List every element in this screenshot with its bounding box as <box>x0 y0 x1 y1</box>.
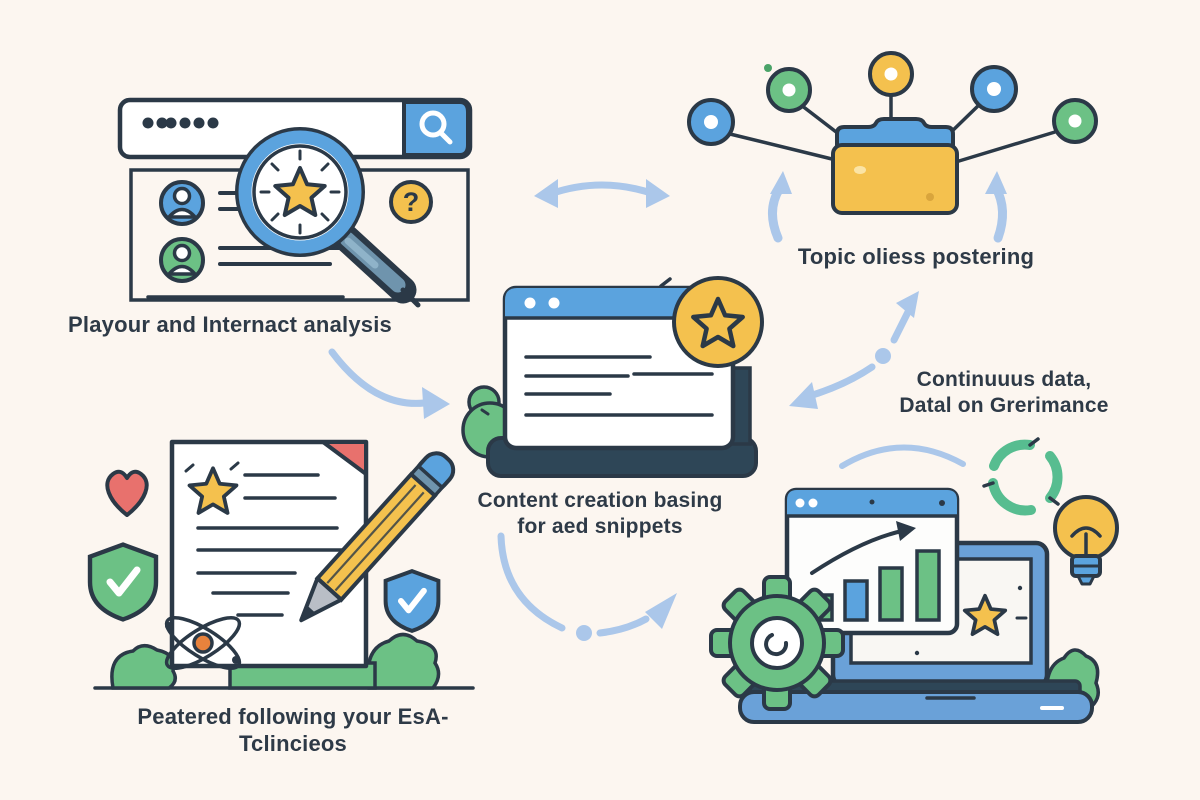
up-arrow-right-icon <box>985 171 1007 243</box>
shield-check-green-icon <box>90 545 156 620</box>
label-performance-line1: Continuuus data, <box>916 368 1092 391</box>
laptop-base <box>738 679 1094 724</box>
arrow-bidirectional-icon <box>532 162 672 217</box>
label-topic-clustering: Topic oliess postering <box>797 244 1035 269</box>
bush-icon <box>366 632 441 690</box>
arc-decoration <box>839 444 966 469</box>
svg-text:?: ? <box>403 187 420 217</box>
arrow-content-topic-icon <box>786 280 926 420</box>
performance-illustration <box>709 428 1138 730</box>
up-arrow-left-icon <box>768 171 792 243</box>
label-performance: Continuuus data, Datal on Grerimance <box>858 367 1150 418</box>
lightbulb-icon <box>1053 495 1119 586</box>
star-badge-icon <box>659 276 764 368</box>
document-illustration <box>73 423 483 698</box>
arrow-content-to-performance-icon <box>488 528 693 653</box>
arrow-keyword-to-content-icon <box>322 342 457 432</box>
label-eat-guidelines: Peatered following your EsA-Tclincieos <box>137 704 449 756</box>
node-circle-green2-icon <box>1052 98 1098 144</box>
folder-icon <box>831 117 959 215</box>
user-avatar-blue-icon <box>159 180 205 226</box>
window-dot <box>548 297 560 309</box>
pencil-icon <box>299 451 456 623</box>
star-rays <box>259 149 341 235</box>
content-window-illustration <box>458 272 770 484</box>
node-circle-green-icon <box>764 64 812 113</box>
label-content-creation-line2: for aed snippets <box>517 514 683 538</box>
folded-corner <box>321 440 368 476</box>
text-lines <box>524 355 714 417</box>
refresh-cycle-icon <box>982 437 1063 516</box>
label-performance-line2: Datal on Grerimance <box>899 393 1109 417</box>
question-badge-icon: ? <box>389 180 433 224</box>
bush-icon <box>110 644 177 690</box>
node-circle-blue2-icon <box>970 65 1018 113</box>
label-content-creation-line1: Content creation basing <box>477 489 723 512</box>
password-dots <box>142 117 219 129</box>
atom-icon <box>164 616 242 670</box>
node-circle-blue-icon <box>687 98 735 146</box>
window-dot <box>524 297 536 309</box>
search-icon <box>419 110 453 145</box>
gear-icon <box>709 575 845 711</box>
label-content-creation: Content creation basing for aed snippets <box>468 488 732 539</box>
heart-icon <box>105 469 149 517</box>
label-keyword-analysis: Playour and Internact analysis <box>68 312 392 337</box>
node-circle-yellow-icon <box>868 51 914 97</box>
text-lines <box>196 473 344 617</box>
trend-arrow-icon <box>810 521 916 575</box>
topic-cluster-illustration <box>678 42 1102 243</box>
shield-check-blue-icon <box>383 569 441 633</box>
magnifier-star-icon <box>235 127 421 308</box>
user-avatar-green-icon <box>159 237 205 283</box>
search-button <box>402 100 470 157</box>
search-analysis-illustration: ? <box>95 85 485 313</box>
bar-chart-window <box>784 487 960 636</box>
